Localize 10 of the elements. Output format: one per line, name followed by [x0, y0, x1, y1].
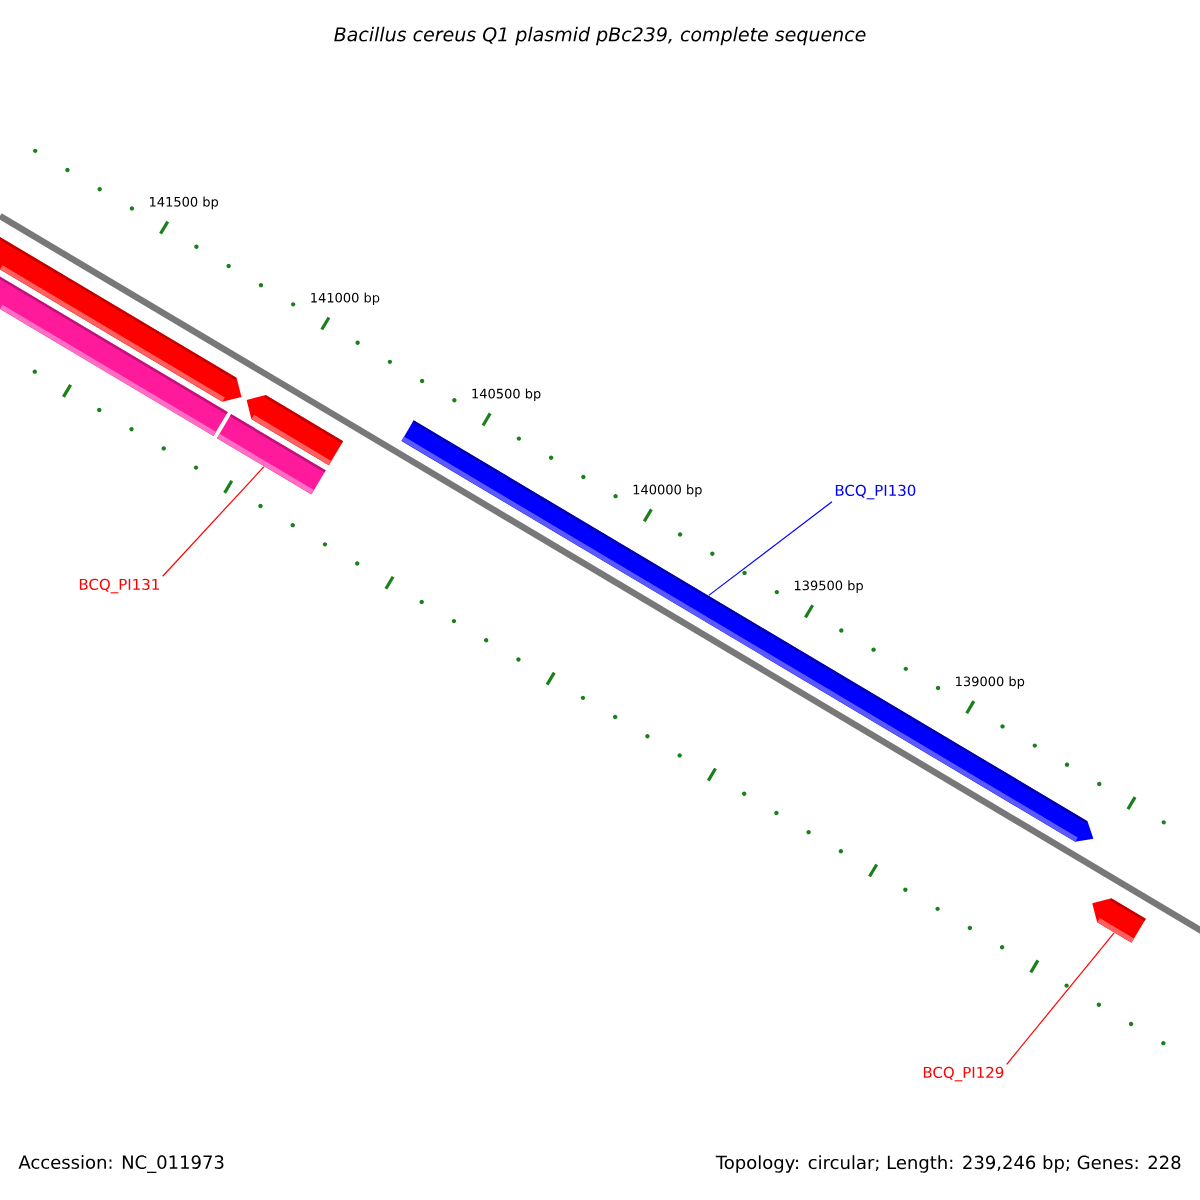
- leader-line: [708, 501, 833, 596]
- footer-text: Accession: NC_011973: [18, 1155, 224, 1173]
- leader-line: [162, 466, 265, 577]
- gene-block: [1092, 898, 1146, 943]
- footer-text: Topology: circular; Length: 239,246 bp; Genes: 228: [715, 1155, 1181, 1173]
- leader-line: [1006, 932, 1115, 1065]
- title: Bacillus cereus Q1 plasmid pBc239, complete sequence: [334, 26, 866, 46]
- gene-block: [0, 276, 228, 437]
- gene-block: [216, 414, 326, 495]
- gene-block: [401, 420, 1094, 842]
